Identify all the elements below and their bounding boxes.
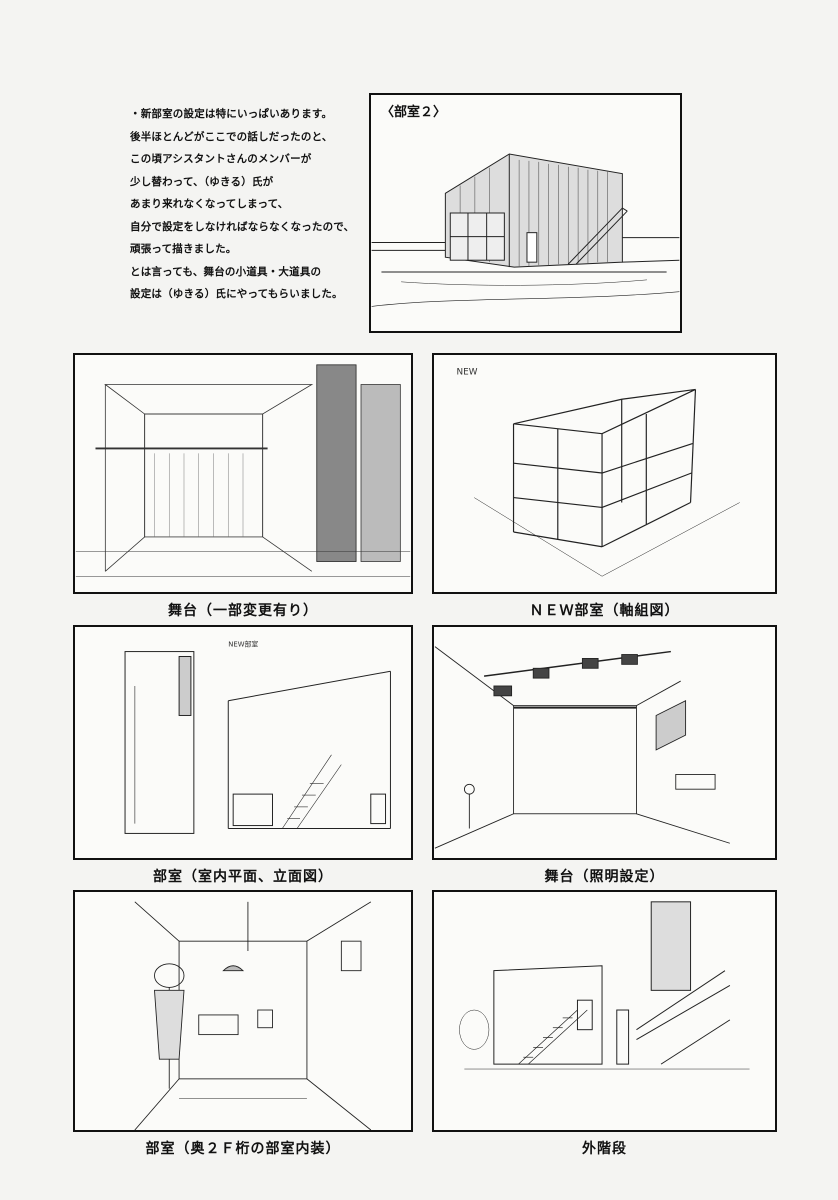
caption-outer-stairs: 外階段 [582,1141,627,1157]
sketch-note: NEW部室 [228,640,258,649]
intro-line: この頃アシスタントさんのメンバーが [130,153,312,165]
intro-line: 頑張って描きました。 [130,243,237,255]
stairs-sketch [459,901,750,1070]
frame-sketch: NEW [456,368,740,577]
lighting-sketch [434,646,730,849]
intro-line: 少し替わって、（ゆきる）氏が [130,175,274,188]
intro-line: あまり来れなくなってしまって、 [130,198,289,210]
intro-line: 後半ほとんどがここでの話しだったのと、 [130,130,333,143]
intro-line: 自分で設定をしなければならなくなったので、 [130,220,355,233]
interior-sketch [134,901,372,1130]
caption-stage-lighting: 舞台（照明設定） [544,869,665,885]
intro-line: とは言っても、舞台の小道具・大道具の [130,265,322,278]
panel-stage-lighting [432,625,777,860]
panel-clubroom-plan: NEW部室 [73,625,413,860]
caption-clubroom-plan: 部室（室内平面、立面図） [153,869,333,885]
panel-label: 〈部室２〉 [381,105,447,120]
panel-clubroom-interior [73,890,413,1132]
panel-outer-stairs [432,890,777,1132]
caption-stage-partial: 舞台（一部変更有り） [168,603,318,619]
intro-line: ・新部室の設定は特にいっぱいあります。 [130,108,333,120]
panel-stage-partial [73,353,413,594]
caption-new-clubroom: ＮＥＷ部室（軸組図） [529,603,680,619]
plan-sketch: NEW部室 [124,640,391,834]
intro-line: 設定は（ゆきる）氏にやってもらいました。 [130,288,343,300]
sketch-note: NEW [456,368,477,378]
clubroom-exterior-sketch [371,153,680,307]
stage-sketch [75,364,411,577]
intro-text: ・新部室の設定は特にいっぱいあります。 後半ほとんどがここでの話しだったのと、 … [130,103,360,306]
panel-clubroom-exterior: 〈部室２〉 [369,93,682,333]
panel-new-clubroom-frame: NEW [432,353,777,594]
caption-clubroom-interior: 部室（奥２Ｆ桁の部室内装） [145,1141,341,1157]
